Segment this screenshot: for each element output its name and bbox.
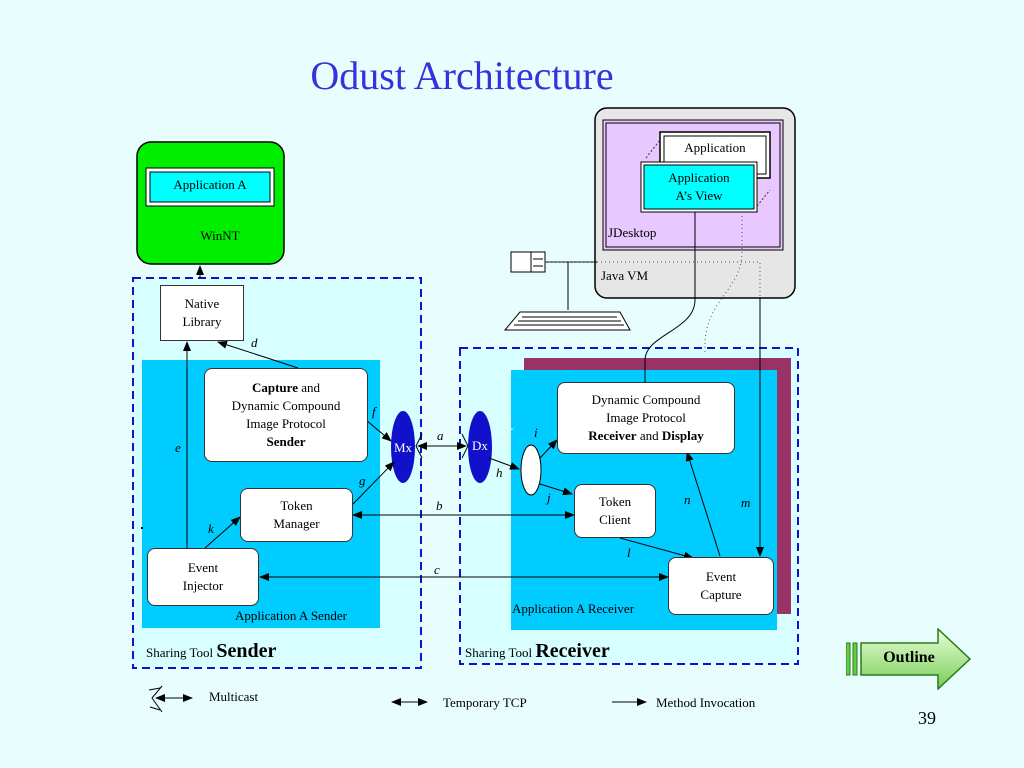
application-label: Application <box>684 140 746 155</box>
receiver-port-node <box>520 444 542 496</box>
capture-dcip-sender-box: Capture and Dynamic Compound Image Proto… <box>204 368 368 462</box>
slide-title: Odust Architecture <box>310 53 614 98</box>
edge-label-j: j <box>547 490 551 505</box>
edge-label-a: a <box>437 428 444 443</box>
edge-label-m: m <box>741 495 751 510</box>
edge-label-b: b <box>436 498 443 513</box>
sharing-tool-receiver-label: Sharing Tool Receiver <box>465 640 610 662</box>
edge-label-g: g <box>359 473 366 488</box>
sharing-tool-sender-label: Sharing Tool Sender <box>146 640 277 662</box>
legend-multicast: Multicast <box>209 689 259 704</box>
event-capture-box: Event Capture <box>668 557 774 615</box>
legend-method-invocation: Method Invocation <box>656 695 756 710</box>
edge-label-h: h <box>496 465 503 480</box>
token-manager-box: Token Manager <box>240 488 353 542</box>
edge-label-l: l <box>627 545 631 560</box>
mx-label: Mx <box>393 440 413 455</box>
edge-label-n: n <box>684 492 691 507</box>
dx-node <box>468 411 492 483</box>
edge-label-k: k <box>208 521 214 536</box>
winnt-app-label: Application A <box>173 177 247 192</box>
app-receiver-label: Application A Receiver <box>512 601 635 616</box>
winnt-os-label: WinNT <box>200 228 240 243</box>
legend-temporary-tcp: Temporary TCP <box>443 695 527 710</box>
outline-arrow-icon <box>846 628 972 690</box>
dcip-receiver-box: Dynamic Compound Image Protocol Receiver… <box>557 382 735 454</box>
edge-label-e: e <box>175 440 181 455</box>
edge-label-d: d <box>251 335 258 350</box>
event-injector-box: Event Injector <box>147 548 259 606</box>
edge-label-i: i <box>534 425 538 440</box>
java-vm-label: Java VM <box>601 268 649 283</box>
app-sender-label: Application A Sender <box>235 608 347 623</box>
jdesktop-label: JDesktop <box>608 225 657 240</box>
mx-node <box>391 411 415 483</box>
token-client-box: Token Client <box>574 484 656 538</box>
app-view-label: Application A’s View <box>668 170 730 203</box>
outline-button[interactable]: Outline <box>846 628 972 690</box>
page-number: 39 <box>918 708 936 728</box>
outline-button-label: Outline <box>883 649 935 666</box>
dx-label: Dx <box>472 438 488 453</box>
edge-label-c: c <box>434 562 440 577</box>
edge-label-f: f <box>372 404 376 419</box>
native-library-box: Native Library <box>160 285 244 341</box>
